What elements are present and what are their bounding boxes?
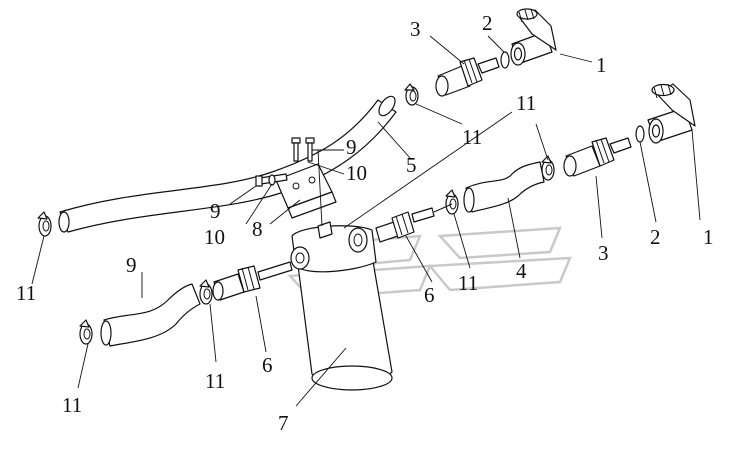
short-hose-left [100, 283, 201, 347]
banjo-fitting-left [212, 261, 293, 301]
callout-6-left: 6 [262, 353, 273, 377]
callout-9-hose: 9 [126, 253, 137, 277]
callout-10-side: 10 [204, 225, 225, 249]
callout-6-right: 6 [424, 283, 435, 307]
callout-3-right: 3 [598, 241, 609, 265]
callout-11-right: 11 [516, 91, 536, 115]
hose-clamp-mid-right [445, 189, 459, 215]
hose-clamp-left [37, 211, 52, 237]
callout-11-top: 11 [462, 125, 482, 149]
callout-5: 5 [406, 153, 417, 177]
callout-2-right: 2 [650, 225, 661, 249]
bolt-upper [291, 137, 315, 162]
callout-11-left: 11 [16, 281, 36, 305]
callout-7: 7 [278, 411, 289, 435]
elbow-fitting-right [647, 83, 696, 144]
callout-2-top: 2 [482, 11, 493, 35]
mounting-bracket [275, 163, 337, 219]
elbow-fitting-top [510, 8, 557, 66]
callout-3-top: 3 [410, 17, 421, 41]
hose-clamp-lower-left [79, 319, 93, 345]
callout-10-upper: 10 [346, 161, 367, 185]
hose-clamp-right [541, 155, 555, 181]
banjo-fitting-right [375, 203, 453, 243]
o-ring-right [635, 125, 645, 143]
callout-11-lower-left: 11 [62, 393, 82, 417]
callout-4: 4 [516, 259, 527, 283]
callout-1-top: 1 [596, 53, 607, 77]
callout-11-mid: 11 [458, 271, 478, 295]
hose-clamp-lower-mid [199, 279, 213, 305]
callout-9-side: 9 [210, 199, 221, 223]
threaded-fitting-top [435, 57, 500, 97]
callout-8: 8 [252, 217, 263, 241]
callout-labels: 1 1 2 2 3 3 4 5 6 6 7 8 9 9 9 10 10 11 1… [16, 11, 714, 435]
callout-9-upper: 9 [346, 135, 357, 159]
short-hose-right [463, 161, 545, 213]
o-ring-top [500, 51, 510, 69]
leader-lines [31, 35, 701, 407]
hose-clamp-top [404, 83, 419, 106]
callout-1-right: 1 [703, 225, 714, 249]
threaded-fitting-right [563, 137, 632, 177]
washer-side [268, 174, 276, 186]
callout-11-lower-mid: 11 [205, 369, 225, 393]
fuel-filter [290, 221, 393, 391]
long-hose [58, 95, 397, 233]
